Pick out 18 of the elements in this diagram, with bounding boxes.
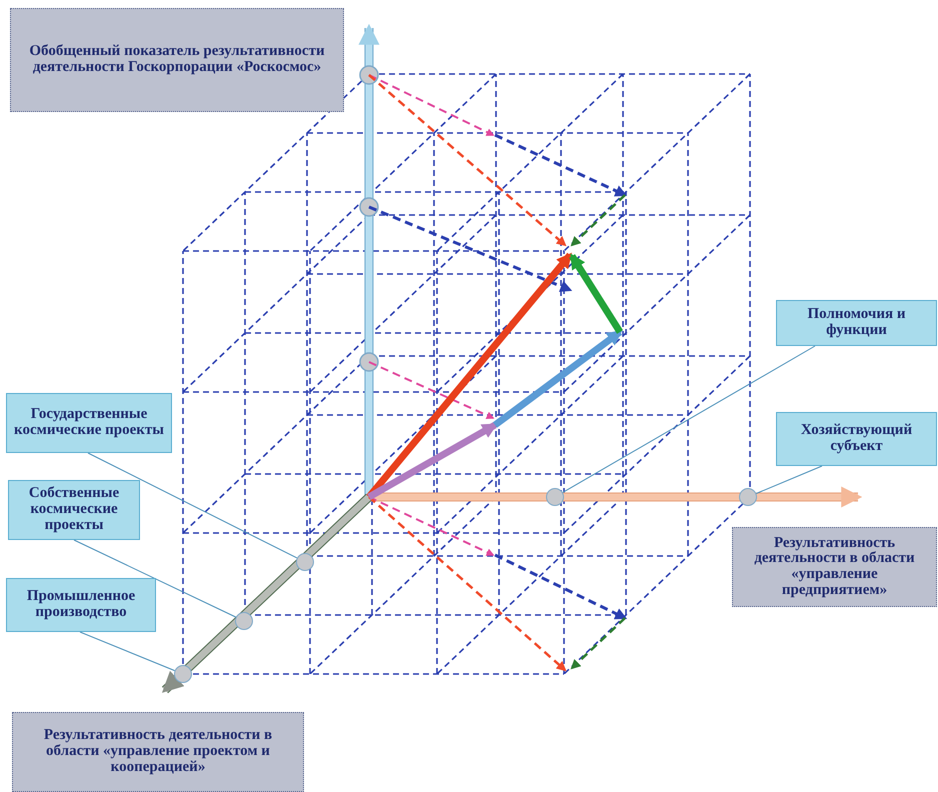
callout-box: Собственные космические проекты [8, 480, 140, 540]
axis-tick-marker [174, 665, 192, 683]
leader-line [74, 540, 236, 618]
callout-box: Промышленное производство [6, 578, 156, 632]
leader-line [562, 346, 816, 493]
callout-box: Государственные космические проекты [6, 393, 172, 453]
leader-line [80, 632, 176, 672]
leader-line [756, 466, 822, 494]
axis-tick-marker [546, 488, 564, 506]
axis-title-box: Результативность деятельности в области «управление проектом и кооперацией» [12, 712, 304, 792]
axis-tick-marker [296, 553, 314, 571]
axis-title-box: Результативность деятельности в области «управление предприятием» [732, 527, 937, 607]
callout-box: Полномочия и функции [776, 300, 937, 346]
axis-tick-marker [739, 488, 757, 506]
axis-tick-marker [235, 612, 253, 630]
callout-box: Хозяйствующий субъект [776, 412, 937, 466]
leader-line [88, 452, 298, 558]
axis-title-box: Обобщенный показатель результативности деятельности Госкорпорации «Роскосмос» [10, 8, 344, 112]
